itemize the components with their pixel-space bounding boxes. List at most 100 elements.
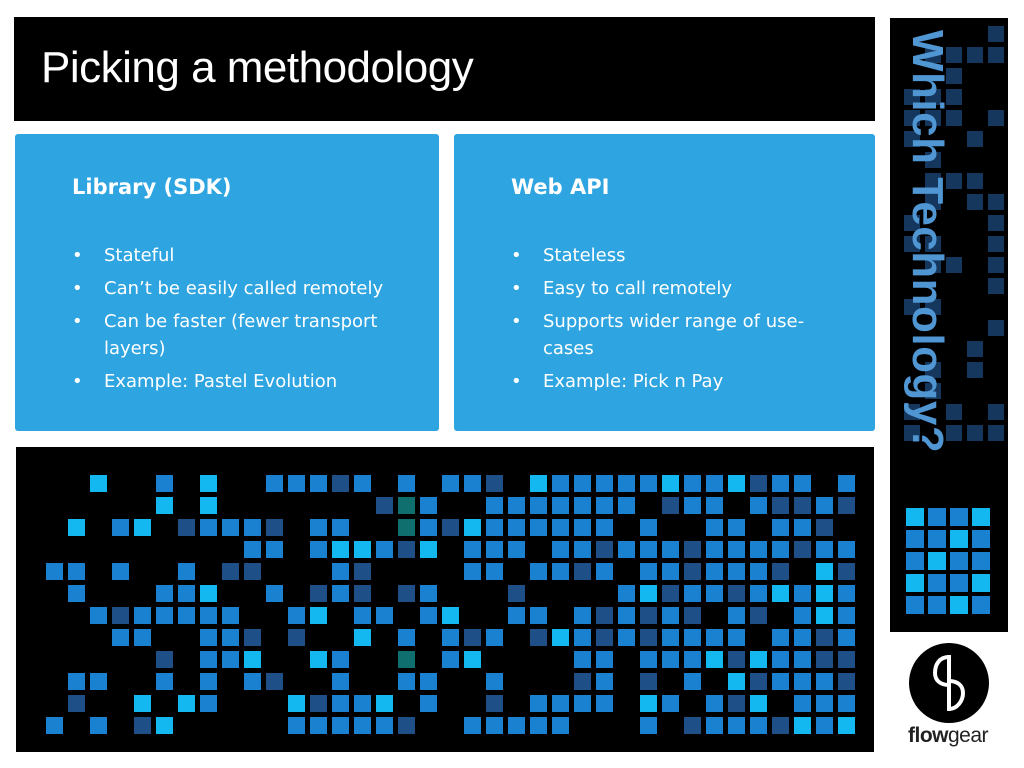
- pixel-square: [46, 563, 63, 580]
- pixel-square: [728, 607, 745, 624]
- pixel-square: [988, 278, 1004, 294]
- card-heading: Web API: [511, 175, 610, 199]
- pixel-square: [398, 497, 415, 514]
- pixel-square: [967, 194, 983, 210]
- pixel-square: [332, 585, 349, 602]
- pixel-square: [354, 717, 371, 734]
- pixel-square: [332, 541, 349, 558]
- pixel-square: [838, 497, 855, 514]
- pixel-square: [728, 563, 745, 580]
- pixel-square: [486, 629, 503, 646]
- pixel-square: [310, 695, 327, 712]
- pixel-square: [925, 257, 941, 273]
- bullet-text: Easy to call remotely: [543, 278, 733, 299]
- pixel-square: [464, 475, 481, 492]
- pixel-square: [640, 695, 657, 712]
- pixel-square: [988, 257, 1004, 273]
- pixel-square: [662, 541, 679, 558]
- pixel-square: [794, 629, 811, 646]
- pixel-square: [750, 673, 767, 690]
- pixel-square: [838, 585, 855, 602]
- pixel-square: [244, 629, 261, 646]
- pixel-square: [222, 519, 239, 536]
- pixel-square: [596, 475, 613, 492]
- pixel-square: [772, 475, 789, 492]
- pixel-square: [266, 541, 283, 558]
- pixel-square: [684, 673, 701, 690]
- pixel-square: [288, 475, 305, 492]
- pixel-square: [728, 695, 745, 712]
- pixel-square: [288, 629, 305, 646]
- pixel-square: [90, 673, 107, 690]
- pixel-square: [946, 89, 962, 105]
- pixel-square: [904, 299, 920, 315]
- pixel-square: [904, 425, 920, 441]
- pixel-square: [950, 508, 968, 526]
- pixel-square: [442, 629, 459, 646]
- pixel-square: [684, 629, 701, 646]
- pixel-square: [967, 341, 983, 357]
- pixel-square: [946, 173, 962, 189]
- pixel-square: [706, 519, 723, 536]
- bullet-glyph: •: [72, 311, 83, 332]
- pixel-square: [420, 607, 437, 624]
- pixel-square: [552, 519, 569, 536]
- pixel-square: [816, 541, 833, 558]
- pixel-square: [838, 629, 855, 646]
- pixel-square: [442, 651, 459, 668]
- pixel-square: [596, 497, 613, 514]
- pixel-square: [904, 215, 920, 231]
- pixel-square: [906, 574, 924, 592]
- pixel-square: [508, 519, 525, 536]
- pixel-square: [420, 695, 437, 712]
- pixel-square: [442, 607, 459, 624]
- pixel-square: [552, 629, 569, 646]
- pixel-square: [750, 497, 767, 514]
- pixel-square: [946, 404, 962, 420]
- pixel-square: [925, 236, 941, 252]
- pixel-square: [310, 541, 327, 558]
- pixel-square: [967, 131, 983, 147]
- pixel-square: [200, 497, 217, 514]
- pixel-square: [112, 519, 129, 536]
- pixel-square: [706, 497, 723, 514]
- pixel-square: [772, 497, 789, 514]
- pixel-square: [200, 519, 217, 536]
- pixel-square: [906, 596, 924, 614]
- pixel-square: [662, 585, 679, 602]
- pixel-square: [244, 541, 261, 558]
- pixel-square: [928, 552, 946, 570]
- pixel-square: [988, 47, 1004, 63]
- pixel-square: [662, 497, 679, 514]
- pixel-square: [398, 673, 415, 690]
- pixel-square: [464, 519, 481, 536]
- pixel-square: [640, 563, 657, 580]
- pixel-square: [398, 541, 415, 558]
- pixel-square: [574, 607, 591, 624]
- pixel-square: [552, 497, 569, 514]
- pixel-square: [442, 475, 459, 492]
- pixel-square: [728, 541, 745, 558]
- pixel-square: [574, 629, 591, 646]
- pixel-square: [596, 695, 613, 712]
- pixel-square: [750, 475, 767, 492]
- pixel-square: [486, 717, 503, 734]
- title-bar: Picking a methodology: [14, 17, 875, 121]
- pixel-square: [928, 508, 946, 526]
- pixel-square: [728, 475, 745, 492]
- pixel-square: [816, 651, 833, 668]
- pixel-square: [486, 563, 503, 580]
- pixel-square: [464, 717, 481, 734]
- bullet-glyph: •: [72, 371, 83, 392]
- pixel-square: [972, 596, 990, 614]
- pixel-square: [728, 673, 745, 690]
- pixel-square: [596, 673, 613, 690]
- pixel-square: [266, 519, 283, 536]
- pixel-square: [398, 475, 415, 492]
- pixel-square: [486, 695, 503, 712]
- pixel-square: [794, 541, 811, 558]
- pixel-square: [946, 257, 962, 273]
- pixel-square: [706, 717, 723, 734]
- pixel-square: [904, 110, 920, 126]
- pixel-square: [574, 695, 591, 712]
